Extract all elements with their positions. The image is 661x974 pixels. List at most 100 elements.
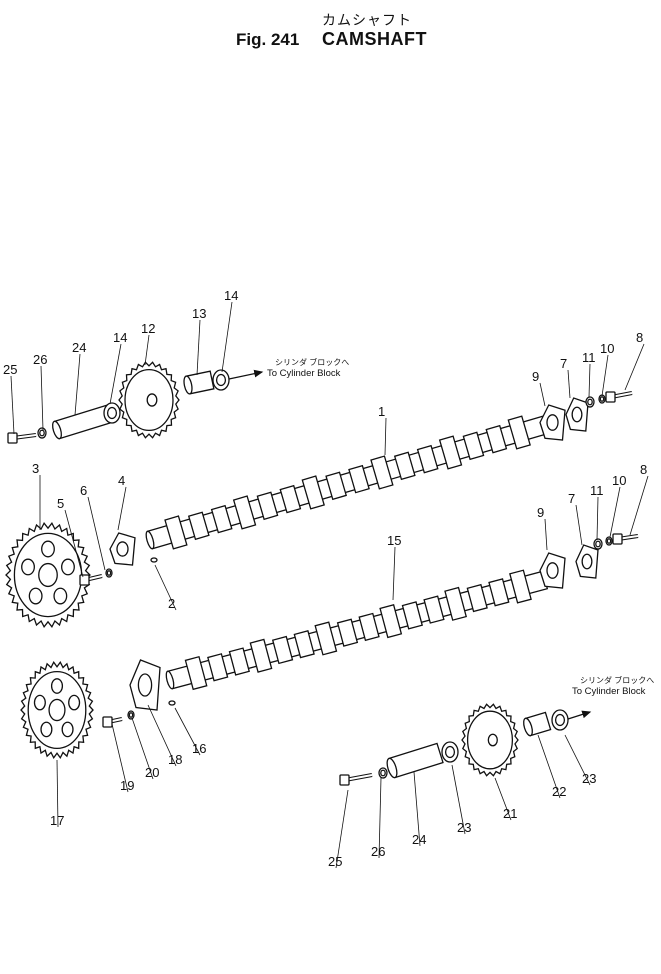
sleeve-body xyxy=(523,711,552,737)
key-16 xyxy=(168,700,176,706)
gear-lightening-hole xyxy=(33,694,46,711)
bolt-head xyxy=(79,574,90,586)
leader-line xyxy=(64,509,84,578)
sleeve-body xyxy=(183,370,215,395)
leader-line xyxy=(335,789,349,869)
callout-number: 25 xyxy=(328,854,342,869)
callout-number: 17 xyxy=(50,813,64,828)
camshaft-upper xyxy=(145,415,549,550)
callout-number: 26 xyxy=(33,352,47,367)
key-2 xyxy=(150,557,158,563)
cam-gear-17 xyxy=(20,660,94,760)
thrust-ring-23-lower-right-bore xyxy=(554,713,566,727)
washer-11-lower-bore xyxy=(595,540,601,548)
washer-6-bore xyxy=(106,570,112,576)
callout-number: 21 xyxy=(503,806,517,821)
bolt-25-upper xyxy=(7,432,37,444)
callout-number: 16 xyxy=(192,741,206,756)
sleeve-end xyxy=(52,420,62,440)
callout-number: 7 xyxy=(568,491,575,506)
callout-number: 19 xyxy=(120,778,134,793)
cam-lobe xyxy=(444,586,468,621)
cam-lobe xyxy=(379,604,403,639)
callout-number: 8 xyxy=(636,330,643,345)
camshaft-body xyxy=(165,569,549,691)
washer-10-lower-bore xyxy=(606,538,612,544)
cam-lobe xyxy=(184,655,208,691)
sleeve-body xyxy=(52,403,116,440)
cover-7-lower-hole xyxy=(581,553,593,570)
cam-lobe xyxy=(336,618,359,647)
callout-number: 8 xyxy=(640,462,647,477)
cam-gear-upper-12 xyxy=(118,361,180,439)
callout-number: 4 xyxy=(118,473,125,488)
bushing-13 xyxy=(183,370,215,395)
callout-number: 9 xyxy=(537,505,544,520)
bolt-head xyxy=(339,774,350,786)
sleeve-end xyxy=(523,717,533,737)
leader-line xyxy=(40,365,44,431)
cam-lobe xyxy=(325,471,348,501)
cam-lobe xyxy=(348,464,370,494)
camshaft-body xyxy=(145,415,549,550)
callout-number: 11 xyxy=(590,483,604,498)
destination-jp: シリンダ ブロックへ xyxy=(580,676,655,685)
idler-gear-21 xyxy=(461,703,519,777)
cam-lobe xyxy=(207,653,229,682)
figure-number: Fig. 241 xyxy=(236,30,300,49)
gasket-9-upper-hole xyxy=(546,414,559,431)
cam-lobe xyxy=(438,435,463,470)
bolt-head xyxy=(605,391,616,403)
leader-line xyxy=(384,417,387,456)
camshaft-lower xyxy=(165,569,549,691)
callout-number: 14 xyxy=(113,330,127,345)
cam-lobe xyxy=(232,495,257,530)
bolt-head xyxy=(102,716,113,728)
leader-line xyxy=(117,486,127,531)
gear-hub xyxy=(38,562,58,588)
cam-lobe xyxy=(358,612,380,642)
cam-lobe xyxy=(393,451,416,481)
bolt-25-lower xyxy=(339,773,373,786)
cam-lobe xyxy=(210,504,233,534)
gear-lightening-hole xyxy=(50,678,64,694)
gear-lightening-hole xyxy=(61,721,74,738)
cam-lobe xyxy=(187,511,210,541)
callout-number: 13 xyxy=(192,306,206,321)
parts-drawing xyxy=(5,361,639,786)
thrust-ring-14-upper-left-bore xyxy=(106,406,118,420)
leader-line xyxy=(624,343,645,391)
leader-line xyxy=(629,475,649,536)
gear-lightening-hole xyxy=(53,587,68,605)
callout-number: 18 xyxy=(168,752,182,767)
gear-lightening-hole xyxy=(61,558,75,576)
cam-lobe xyxy=(401,601,423,630)
leader-line xyxy=(494,777,512,821)
leader-line xyxy=(601,354,609,397)
plate-4-hole xyxy=(116,541,129,557)
callout-number: 23 xyxy=(457,820,471,835)
leader-line xyxy=(10,375,15,435)
cam-lobe xyxy=(485,424,508,454)
camshaft-end xyxy=(165,670,175,690)
gear-lightening-hole xyxy=(21,558,35,576)
sleeve-body xyxy=(386,742,444,779)
leader-line xyxy=(575,504,583,546)
callout-number: 15 xyxy=(387,533,401,548)
gear-lightening-hole xyxy=(41,540,55,558)
leader-line xyxy=(609,486,621,538)
leader-line xyxy=(537,734,561,799)
cam-lobe xyxy=(228,647,250,676)
callout-number: 20 xyxy=(145,765,159,780)
washer-11-upper-bore xyxy=(587,398,593,406)
callout-number: 22 xyxy=(552,784,566,799)
leader-line xyxy=(221,301,233,373)
cam-lobe xyxy=(279,484,302,514)
figure-title-japanese: カムシャフト xyxy=(322,12,412,28)
callout-number: 12 xyxy=(141,321,155,336)
cam-gear-3 xyxy=(5,522,91,628)
callout-number: 9 xyxy=(532,369,539,384)
shaft-24-lower xyxy=(386,742,444,779)
